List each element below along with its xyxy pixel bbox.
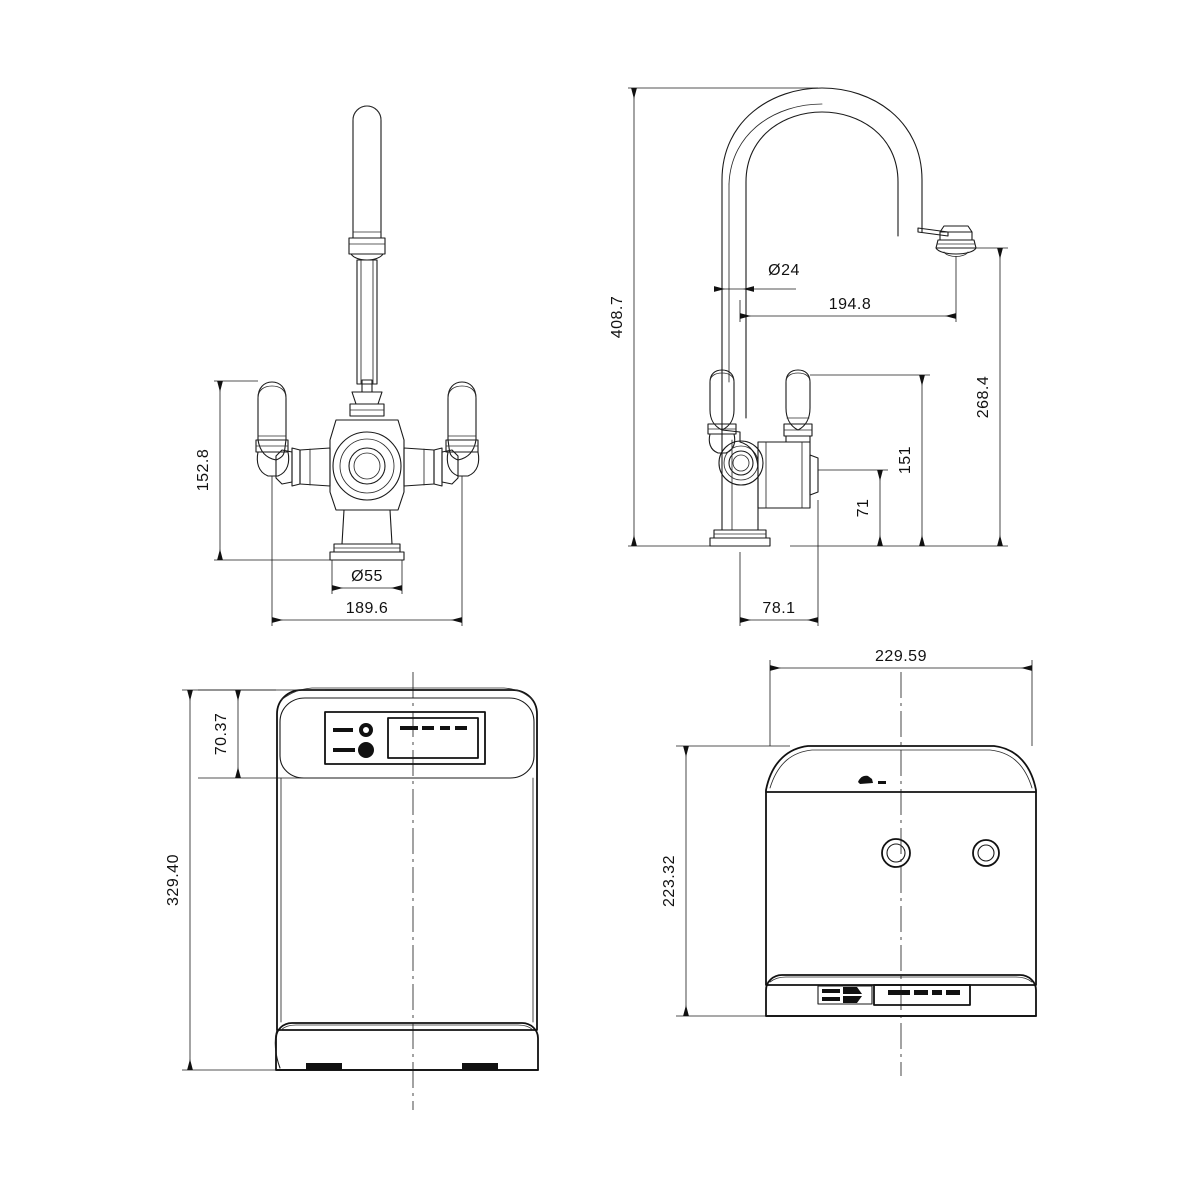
- dim-label-329-40: 329.40: [165, 854, 182, 906]
- view-faucet-side: 408.7 Ø24 194.8 268.4 151: [609, 87, 1008, 626]
- tank-front-base-foot: [274, 1022, 539, 1071]
- faucet-front-left-handle: [255, 381, 331, 487]
- dim-label-268-4: 268.4: [975, 376, 992, 419]
- dim-side-268-4: 268.4: [790, 247, 1008, 547]
- label-plate-icon: [858, 775, 886, 784]
- faucet-front-right-handle: [403, 381, 480, 487]
- display-screen-icon: [400, 726, 467, 730]
- water-port-left-icon: [881, 838, 911, 868]
- view-tank-side: 229.59 223.32: [661, 648, 1037, 1076]
- faucet-side-spout: [721, 87, 977, 383]
- tank-front-control-panel[interactable]: [324, 711, 486, 765]
- dim-side-408-7: 408.7: [609, 87, 818, 547]
- dim-side-78-1: 78.1: [739, 500, 819, 626]
- setting-button-icon[interactable]: [333, 742, 374, 758]
- dim-label-70-37: 70.37: [213, 713, 230, 756]
- dim-front-d55: Ø55: [331, 560, 403, 594]
- dim-label-71: 71: [855, 499, 872, 518]
- dim-tank-329-40: 329.40: [165, 689, 276, 1071]
- dim-side-71: 71: [818, 469, 888, 546]
- power-button-icon[interactable]: [333, 723, 373, 737]
- dim-label-229-59: 229.59: [875, 648, 927, 665]
- faucet-side-front-handle: [757, 369, 819, 509]
- dim-label-d55: Ø55: [351, 568, 383, 585]
- dim-label-223-32: 223.32: [661, 855, 678, 907]
- water-port-right-icon: [972, 839, 1000, 867]
- faucet-side-rear-handle: [707, 369, 737, 454]
- faucet-front-spout: [348, 105, 386, 385]
- faucet-side-base: [709, 429, 771, 547]
- bottom-panel-icon: [817, 984, 971, 1006]
- dim-side-151: 151: [810, 374, 930, 546]
- view-faucet-front: 152.8 Ø55 189.6: [195, 105, 480, 626]
- dim-label-152-8: 152.8: [195, 449, 212, 492]
- view-tank-front: 70.37 329.40: [165, 672, 539, 1110]
- dim-side-d24: Ø24: [714, 262, 800, 300]
- dim-tank-223-32: 223.32: [661, 745, 790, 1017]
- dim-label-189-6: 189.6: [346, 600, 389, 617]
- dim-label-d24: Ø24: [768, 262, 800, 279]
- dim-label-408-7: 408.7: [609, 296, 626, 339]
- dim-front-189-6: 189.6: [271, 476, 463, 626]
- faucet-front-base: [329, 509, 405, 561]
- dim-side-194-8: 194.8: [739, 256, 957, 322]
- faucet-side-column: [721, 381, 747, 431]
- faucet-front-center-cap: [349, 379, 385, 417]
- dim-tank-70-37: 70.37: [198, 689, 325, 779]
- dim-tank-229-59: 229.59: [769, 648, 1033, 746]
- dim-label-194-8: 194.8: [829, 296, 872, 313]
- dim-label-78-1: 78.1: [762, 600, 795, 617]
- faucet-side-valve-boss: [718, 440, 764, 486]
- faucet-front-valve-body: [329, 419, 405, 511]
- dim-label-151: 151: [897, 446, 914, 474]
